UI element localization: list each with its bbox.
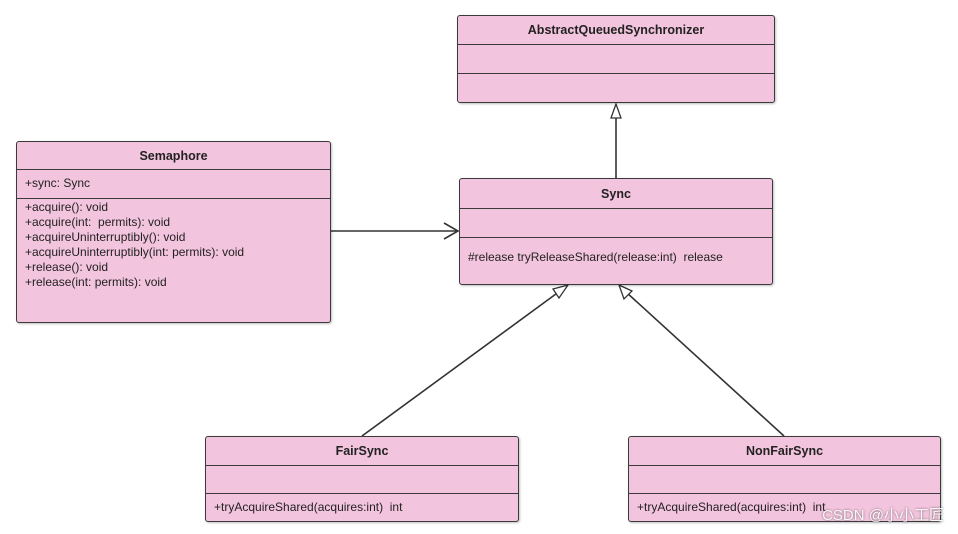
class-name: AbstractQueuedSynchronizer (458, 16, 774, 45)
association-arrowhead-sync (443, 222, 460, 240)
operation: +release(int: permits): void (25, 275, 167, 289)
generalization-arrowhead-from-fairsync (551, 283, 570, 300)
class-abstract-queued-synchronizer: AbstractQueuedSynchronizer (457, 15, 775, 103)
operation: +acquireUninterruptibly(int: permits): v… (25, 245, 245, 259)
attributes-compartment: +sync: Sync (17, 170, 330, 199)
attribute: +sync: Sync (25, 176, 91, 190)
class-nonfair-sync: NonFairSync +tryAcquireShared(acquires:i… (628, 436, 941, 522)
watermark-text: CSDN @小小工匠 (822, 507, 944, 524)
operation: #release tryReleaseShared(release:int) r… (468, 250, 723, 264)
generalization-arrowhead-aqs (610, 102, 622, 119)
operations-compartment (458, 74, 774, 78)
class-semaphore: Semaphore +sync: Sync +acquire(): void +… (16, 141, 331, 323)
operation: +acquire(): void (25, 200, 109, 214)
operation: +tryAcquireShared(acquires:int) int (637, 500, 826, 514)
class-name: Sync (460, 179, 772, 209)
operation: +release(): void (25, 260, 109, 274)
attributes-compartment (206, 466, 518, 494)
operation: +acquire(int: permits): void (25, 215, 171, 229)
class-name: NonFairSync (629, 437, 940, 466)
generalization-nonfairsync-to-sync (625, 291, 785, 437)
operations-compartment: #release tryReleaseShared(release:int) r… (460, 238, 772, 267)
operation: +tryAcquireShared(acquires:int) int (214, 500, 403, 514)
attributes-compartment (460, 209, 772, 238)
operations-compartment: +tryAcquireShared(acquires:int) int (629, 494, 940, 517)
operation: +acquireUninterruptibly(): void (25, 230, 186, 244)
attributes-compartment (629, 466, 940, 494)
operations-compartment: +acquire(): void +acquire(int: permits):… (17, 199, 330, 292)
operations-compartment: +tryAcquireShared(acquires:int) int (206, 494, 518, 517)
generalization-arrowhead-from-nonfairsync (617, 283, 634, 301)
class-name: FairSync (206, 437, 518, 466)
class-sync: Sync #release tryReleaseShared(release:i… (459, 178, 773, 285)
attributes-compartment (458, 45, 774, 74)
generalization-fairsync-to-sync (361, 290, 561, 437)
class-name: Semaphore (17, 142, 330, 170)
class-fair-sync: FairSync +tryAcquireShared(acquires:int)… (205, 436, 519, 522)
